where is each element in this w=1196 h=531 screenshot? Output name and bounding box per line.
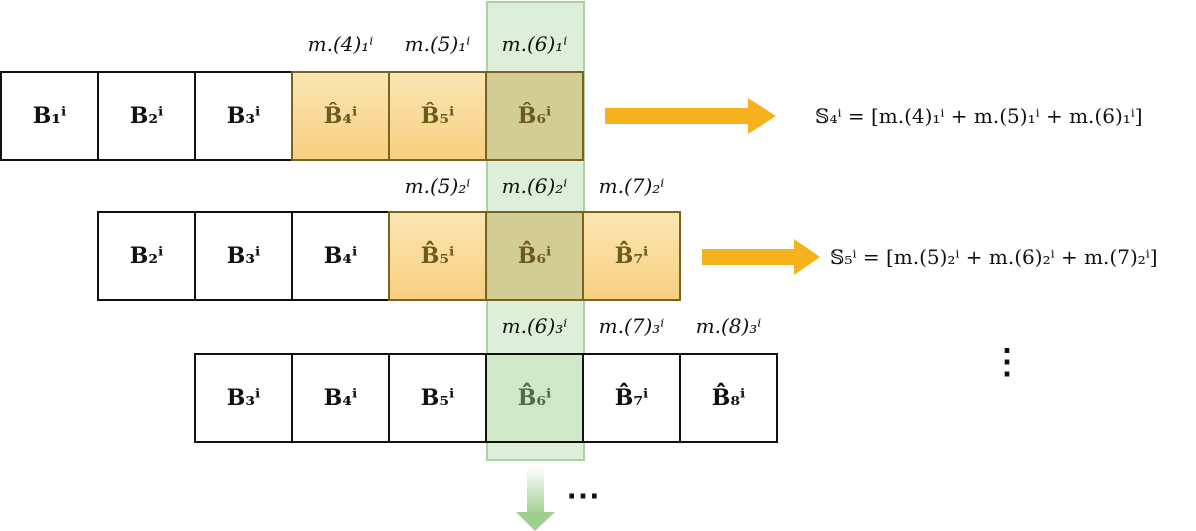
down-arrow-icon: [516, 467, 555, 531]
row-1-boxes: [0, 71, 584, 161]
arrow-right-icon-row-2: [702, 239, 820, 275]
row-3-boxes: [194, 353, 778, 443]
row-2-boxes: [97, 211, 681, 301]
arrow-right-icon-row-1: [605, 98, 776, 134]
